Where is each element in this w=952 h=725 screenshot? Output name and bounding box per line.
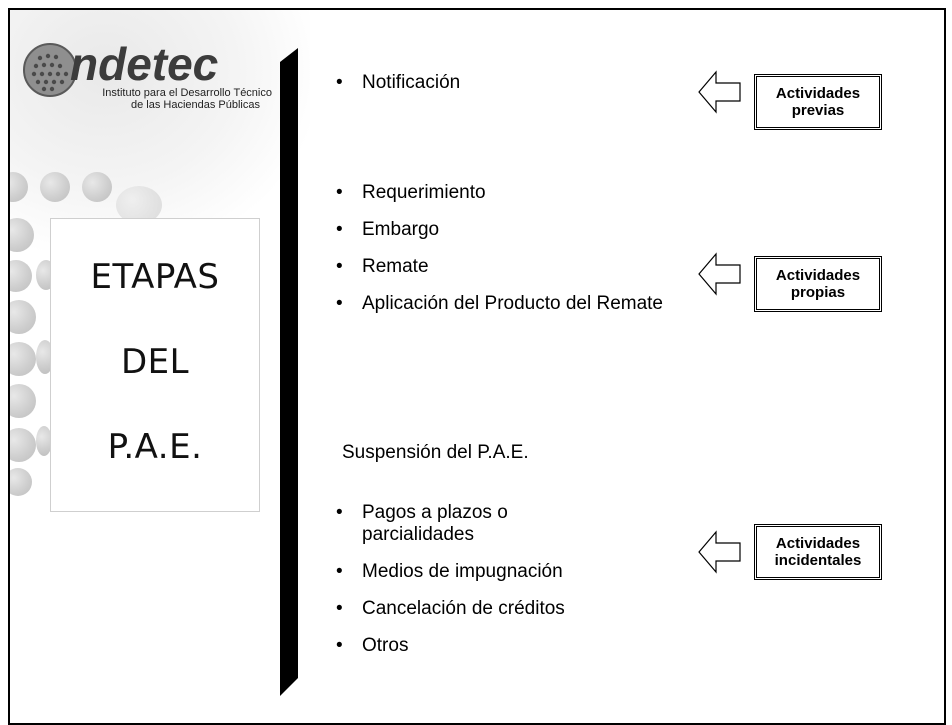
slide: ndetec Instituto para el Desarrollo Técn… — [8, 8, 946, 725]
left-arrow-icon — [698, 252, 741, 296]
suspension-heading: Suspensión del P.A.E. — [342, 442, 529, 463]
actividades-propias-box: Actividades propias — [754, 256, 882, 312]
decorative-dot-icon — [10, 300, 36, 334]
indetec-logo: ndetec Instituto para el Desarrollo Técn… — [23, 38, 272, 111]
actividades-incidentales-box: Actividades incidentales — [754, 524, 882, 580]
decorative-dot-icon — [10, 342, 36, 376]
actividades-previas-box: Actividades previas — [754, 74, 882, 130]
title-line-3: P.A.E. — [107, 427, 203, 467]
actividades-propias-line-1: Actividades — [775, 267, 861, 284]
decorative-dot-icon — [36, 426, 52, 456]
title-line-1: ETAPAS — [90, 257, 220, 297]
left-arrow-icon — [698, 70, 741, 114]
actividades-previas-line-2: previas — [791, 102, 845, 119]
logo-subtitle-1: Instituto para el Desarrollo Técnico — [102, 87, 272, 99]
decorative-dot-icon — [40, 172, 70, 202]
list-item: Aplicación del Producto del Remate — [332, 293, 682, 315]
decorative-dot-icon — [10, 468, 32, 496]
actividades-incidentales-line-2: incidentales — [774, 552, 862, 569]
vertical-divider — [280, 48, 298, 696]
list-item: Remate — [332, 256, 682, 278]
incidentales-list: Pagos a plazos o parcialidades Medios de… — [332, 502, 632, 672]
actividades-propias-line-2: propias — [790, 284, 846, 301]
list-item: Embargo — [332, 219, 682, 241]
left-arrow-icon — [698, 530, 741, 574]
list-item: Otros — [332, 635, 632, 657]
list-item: Cancelación de créditos — [332, 598, 632, 620]
decorative-dot-icon — [82, 172, 112, 202]
decorative-dot-icon — [10, 384, 36, 418]
list-item: Medios de impugnación — [332, 561, 632, 583]
decorative-dot-icon — [10, 172, 28, 202]
title-box: ETAPAS DEL P.A.E. — [50, 218, 260, 512]
title-line-2: DEL — [120, 342, 190, 382]
decorative-dot-icon — [10, 428, 36, 462]
list-item: Notificación — [332, 72, 672, 94]
decorative-dot-icon — [10, 260, 32, 292]
logo-subtitle-2: de las Haciendas Públicas — [131, 99, 261, 111]
previas-list: Notificación — [332, 72, 672, 109]
decorative-dot-icon — [36, 340, 54, 374]
actividades-incidentales-line-1: Actividades — [775, 535, 861, 552]
list-item: Pagos a plazos o parcialidades — [332, 502, 562, 546]
decorative-dot-icon — [116, 186, 162, 224]
propias-list: Requerimiento Embargo Remate Aplicación … — [332, 182, 682, 330]
actividades-previas-line-1: Actividades — [775, 85, 861, 102]
logo-brand: ndetec — [70, 38, 218, 90]
list-item: Requerimiento — [332, 182, 682, 204]
